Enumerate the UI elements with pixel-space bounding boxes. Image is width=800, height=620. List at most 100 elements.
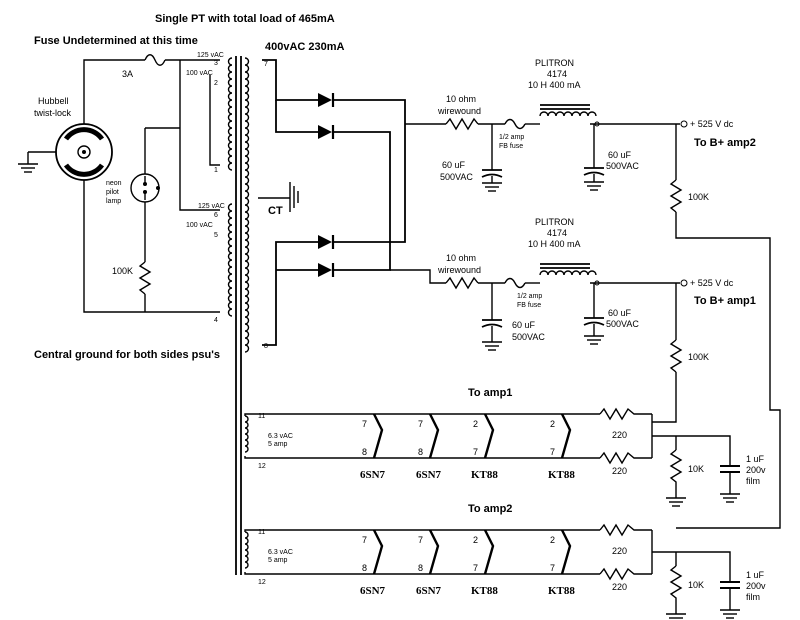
diode-4 bbox=[318, 263, 335, 277]
output-voltage-bottom: + 525 V dc bbox=[690, 278, 734, 288]
output-voltage-top: + 525 V dc bbox=[690, 119, 734, 129]
svg-text:2: 2 bbox=[550, 419, 555, 429]
svg-text:500VAC: 500VAC bbox=[606, 319, 639, 329]
svg-text:60 uF: 60 uF bbox=[442, 160, 466, 170]
svg-text:KT88: KT88 bbox=[548, 469, 575, 481]
svg-text:7: 7 bbox=[550, 447, 555, 457]
filter-cap-top-2: 60 uF 500VAC bbox=[583, 150, 639, 191]
svg-text:5: 5 bbox=[214, 232, 218, 239]
svg-text:1/2 amp: 1/2 amp bbox=[499, 134, 524, 141]
svg-text:wirewound: wirewound bbox=[437, 265, 481, 275]
svg-text:500VAC: 500VAC bbox=[606, 161, 639, 171]
svg-text:100K: 100K bbox=[112, 266, 133, 276]
target-amp2: To B+ amp2 bbox=[694, 137, 756, 149]
svg-text:3: 3 bbox=[214, 60, 218, 67]
svg-text:6SN7: 6SN7 bbox=[416, 469, 442, 481]
svg-text:pilot: pilot bbox=[106, 189, 119, 196]
svg-text:4174: 4174 bbox=[547, 69, 567, 79]
diode-3 bbox=[318, 235, 335, 249]
svg-text:FB fuse: FB fuse bbox=[517, 302, 541, 309]
svg-text:220: 220 bbox=[612, 466, 627, 476]
bleeder-top-100k: 100K bbox=[669, 179, 709, 213]
svg-text:KT88: KT88 bbox=[471, 585, 498, 597]
svg-text:8: 8 bbox=[362, 563, 367, 573]
svg-text:5 amp: 5 amp bbox=[268, 557, 288, 564]
svg-text:7: 7 bbox=[264, 61, 268, 68]
svg-text:6.3 vAC: 6.3 vAC bbox=[268, 433, 293, 440]
neon-resistor-100k: 100K bbox=[112, 261, 152, 295]
filter-cap-bottom-2: 60 uF 500VAC bbox=[583, 308, 639, 345]
svg-text:500VAC: 500VAC bbox=[512, 332, 545, 342]
svg-text:8: 8 bbox=[362, 447, 367, 457]
tap-100v-upper: 100 vAC bbox=[186, 70, 213, 77]
main-fuse: 3A bbox=[122, 54, 166, 79]
target-amp1: To B+ amp1 bbox=[694, 295, 756, 307]
svg-text:KT88: KT88 bbox=[471, 469, 498, 481]
heater-title: To amp1 bbox=[468, 387, 512, 399]
svg-text:4: 4 bbox=[214, 317, 218, 324]
central-ground-note: Central ground for both sides psu's bbox=[34, 349, 220, 361]
diode-1 bbox=[318, 93, 335, 107]
fuse-note: Fuse Undetermined at this time bbox=[34, 35, 198, 47]
svg-text:Hubbell: Hubbell bbox=[38, 96, 69, 106]
svg-text:6SN7: 6SN7 bbox=[360, 585, 386, 597]
svg-text:twist-lock: twist-lock bbox=[34, 108, 72, 118]
earth-ground-symbol bbox=[18, 151, 56, 173]
filter-cap-bottom-1: 60 uF 500VAC bbox=[481, 319, 545, 351]
bleeder-bottom-100k: 100K bbox=[669, 339, 709, 373]
tap-100v-lower: 100 vAC bbox=[186, 222, 213, 229]
svg-text:2: 2 bbox=[550, 535, 555, 545]
secondary-rating: 400vAC 230mA bbox=[265, 41, 345, 53]
svg-text:12: 12 bbox=[258, 463, 266, 470]
svg-text:6SN7: 6SN7 bbox=[416, 585, 442, 597]
svg-text:2: 2 bbox=[473, 535, 478, 545]
wirewound-resistor-top: 10 ohm wirewound bbox=[437, 94, 481, 131]
tap-125v-lower: 125 vAC bbox=[198, 203, 225, 210]
svg-text:11: 11 bbox=[258, 413, 265, 420]
svg-text:60 uF: 60 uF bbox=[512, 320, 536, 330]
svg-text:220: 220 bbox=[612, 430, 627, 440]
tap-125v-upper: 125 vAC bbox=[197, 52, 224, 59]
svg-text:200v: 200v bbox=[746, 465, 766, 475]
svg-text:KT88: KT88 bbox=[548, 585, 575, 597]
svg-text:11: 11 bbox=[258, 529, 265, 536]
svg-text:7: 7 bbox=[550, 563, 555, 573]
svg-text:lamp: lamp bbox=[106, 198, 121, 205]
svg-text:10 ohm: 10 ohm bbox=[446, 253, 476, 263]
svg-text:220: 220 bbox=[612, 582, 627, 592]
svg-text:7: 7 bbox=[418, 535, 423, 545]
svg-text:10 H 400 mA: 10 H 400 mA bbox=[528, 239, 581, 249]
filter-cap-top-1: 60 uF 500VAC bbox=[440, 160, 503, 192]
svg-text:6SN7: 6SN7 bbox=[360, 469, 386, 481]
title: Single PT with total load of 465mA bbox=[155, 13, 335, 25]
svg-text:500VAC: 500VAC bbox=[440, 172, 473, 182]
svg-text:PLITRON: PLITRON bbox=[535, 217, 574, 227]
ct-label: CT bbox=[268, 205, 283, 217]
heater-title: To amp2 bbox=[468, 503, 512, 515]
svg-text:10K: 10K bbox=[688, 580, 704, 590]
svg-text:60 uF: 60 uF bbox=[608, 150, 632, 160]
svg-text:8: 8 bbox=[418, 447, 423, 457]
neon-pilot-lamp: neon pilot lamp bbox=[106, 173, 160, 205]
svg-text:PLITRON: PLITRON bbox=[535, 58, 574, 68]
svg-text:12: 12 bbox=[258, 579, 266, 586]
wirewound-resistor-bottom: 10 ohm wirewound bbox=[437, 253, 481, 290]
power-transformer bbox=[227, 56, 250, 575]
ct-ground-symbol bbox=[258, 182, 299, 212]
svg-text:FB fuse: FB fuse bbox=[499, 143, 523, 150]
choke-bottom: PLITRON 4174 10 H 400 mA bbox=[528, 217, 597, 276]
rectifier-diodes bbox=[318, 93, 335, 277]
svg-text:200v: 200v bbox=[746, 581, 766, 591]
svg-text:220: 220 bbox=[612, 546, 627, 556]
svg-text:7: 7 bbox=[473, 563, 478, 573]
svg-text:film: film bbox=[746, 476, 760, 486]
svg-text:4174: 4174 bbox=[547, 228, 567, 238]
